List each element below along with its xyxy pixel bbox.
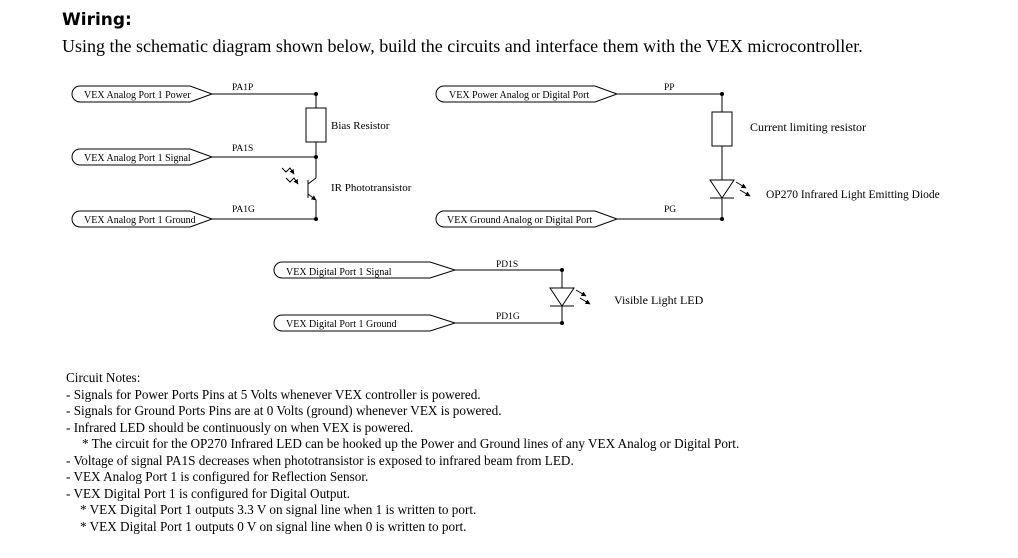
junction-pa1p <box>314 92 318 96</box>
wire-pd1s <box>455 269 563 288</box>
note-item: - Voltage of signal PA1S decreases when … <box>66 452 574 468</box>
visible-led-emit-1 <box>575 289 587 297</box>
label-analog-signal-port: VEX Analog Port 1 Signal <box>84 153 191 164</box>
junction-pd1s <box>560 268 564 272</box>
pin-label-pa1g: PA1G <box>232 205 255 215</box>
label-bias-resistor: Bias Resistor <box>331 120 390 132</box>
pin-label-pp: PP <box>664 83 675 93</box>
wire-pp <box>617 93 723 112</box>
wire-pa1p <box>212 93 317 108</box>
junction-pd1g <box>560 321 564 325</box>
port-shape-analog-signal <box>71 148 214 166</box>
phototransistor-collector <box>307 177 317 185</box>
note-subitem: * VEX Digital Port 1 outputs 0 V on sign… <box>80 518 467 534</box>
junction-pp <box>720 92 724 96</box>
pin-label-pd1g: PD1G <box>496 312 520 322</box>
note-subitem: * The circuit for the OP270 Infrared LED… <box>82 436 740 451</box>
port-shape-analog-ground <box>71 210 214 228</box>
note-item: - VEX Digital Port 1 is configured for D… <box>66 485 350 501</box>
schematic-diagram: VEX Analog Port 1 Power VEX Analog Port … <box>71 83 940 332</box>
port-shape-analog-power <box>71 85 214 103</box>
circuit-notes: Circuit Notes: - Signals for Power Ports… <box>66 370 739 535</box>
port-shape-ground <box>435 210 619 228</box>
port-shape-digital-signal <box>273 261 457 279</box>
label-ir-phototransistor: IR Phototransistor <box>331 182 412 194</box>
note-item: - Infrared LED should be continuously on… <box>66 419 414 435</box>
label-ground-port: VEX Ground Analog or Digital Port <box>447 215 592 226</box>
pin-label-pa1p: PA1P <box>232 83 253 93</box>
instructions-text: Using the schematic diagram shown below,… <box>62 36 863 56</box>
ir-led-triangle <box>709 179 735 199</box>
pin-label-pd1s: PD1S <box>496 260 518 270</box>
junction-pa1s <box>314 155 318 159</box>
bias-resistor-symbol <box>305 107 327 143</box>
label-digital-signal-port: VEX Digital Port 1 Signal <box>286 267 392 278</box>
label-visible-led: Visible Light LED <box>614 293 704 307</box>
light-arrow-2 <box>285 177 299 185</box>
note-item: - VEX Analog Port 1 is configured for Re… <box>66 469 369 484</box>
label-current-resistor: Current limiting resistor <box>750 120 866 134</box>
note-item: - Signals for Power Ports Pins at 5 Volt… <box>66 386 481 402</box>
label-digital-ground-port: VEX Digital Port 1 Ground <box>286 319 397 330</box>
port-shape-power <box>435 85 619 103</box>
label-analog-ground-port: VEX Analog Port 1 Ground <box>84 215 196 226</box>
note-item: - Signals for Ground Ports Pins are at 0… <box>66 403 502 418</box>
pin-label-pa1s: PA1S <box>232 144 253 154</box>
visible-led-triangle <box>549 287 575 307</box>
pin-label-pg: PG <box>664 205 676 215</box>
notes-title: Circuit Notes: <box>66 370 141 385</box>
visible-led-emit-2 <box>579 297 591 305</box>
label-power-port: VEX Power Analog or Digital Port <box>449 90 589 101</box>
junction-pg <box>720 217 724 221</box>
note-subitem: * VEX Digital Port 1 outputs 3.3 V on si… <box>80 502 477 517</box>
label-ir-led: OP270 Infrared Light Emitting Diode <box>766 189 940 201</box>
ir-led-emit-1 <box>735 181 747 189</box>
ir-led-emit-2 <box>739 189 751 197</box>
label-analog-power-port: VEX Analog Port 1 Power <box>84 90 191 101</box>
page-title: Wiring: <box>62 10 132 30</box>
current-resistor-symbol <box>711 111 733 147</box>
junction-pa1g <box>314 217 318 221</box>
port-shape-digital-ground <box>273 314 457 332</box>
light-arrow-1 <box>281 167 295 175</box>
phototransistor-emitter <box>307 193 317 201</box>
